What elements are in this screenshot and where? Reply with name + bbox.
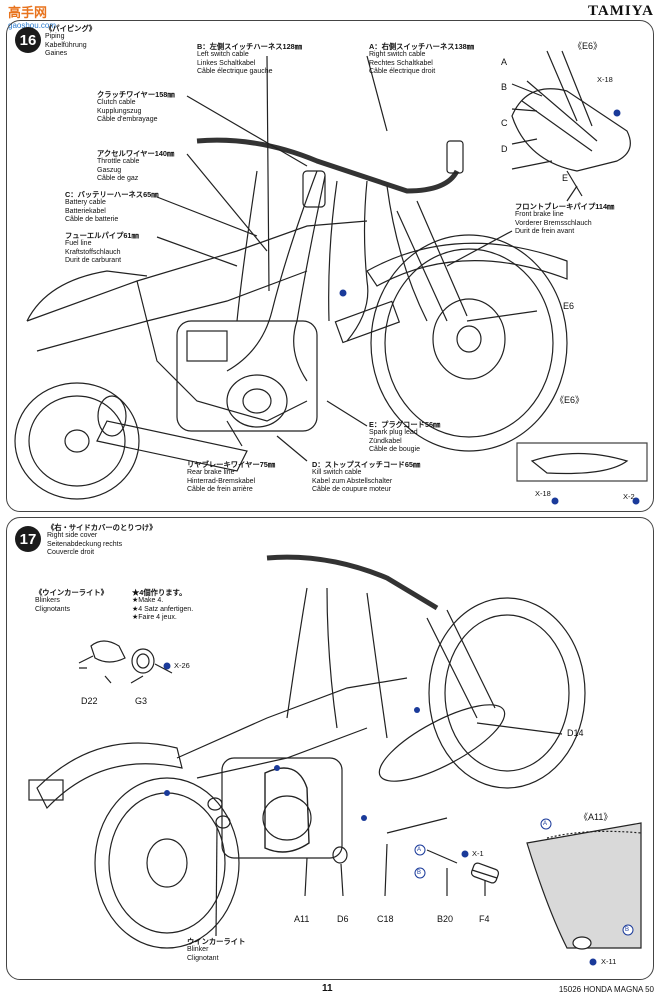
e6-detail-title-bottom: 《E6》 xyxy=(555,395,585,405)
rear-wheel xyxy=(14,382,140,500)
step-17-title: 《右・サイドカバーのとりつけ》 Right side cover Seitena… xyxy=(47,523,157,556)
e6-detail-title-top: 《E6》 xyxy=(573,41,603,51)
circle-a-label: A xyxy=(417,847,422,853)
label-front-brake-line: フロントブレーキパイプ114㎜ Front brake line Vordere… xyxy=(515,202,615,235)
front-wheel xyxy=(370,234,568,452)
label-right-switch-cable: A：右側スイッチハーネス138㎜ Right switch cable Rech… xyxy=(369,42,475,75)
e6-callout: E6 xyxy=(563,301,575,311)
e6-letter-d: D xyxy=(501,144,508,154)
step-16-illustration xyxy=(14,50,648,505)
step-17-illustration xyxy=(28,554,642,966)
e6-letter-b: B xyxy=(501,82,508,92)
part-g3: G3 xyxy=(135,696,148,706)
step-16-panel: 16 《パイピング》 Piping Kabelführung Gaines B：… xyxy=(6,20,654,512)
circle-a-label-detail: A xyxy=(543,821,548,827)
e6-letter-a: A xyxy=(501,57,508,67)
x2-label: X-2 xyxy=(623,492,635,501)
step-17-number: 17 xyxy=(15,526,41,552)
brand-logo: TAMIYA xyxy=(587,3,654,19)
page-number: 11 xyxy=(322,983,333,994)
step-16-title: 《パイピング》 Piping Kabelführung Gaines xyxy=(45,24,97,57)
label-throttle-cable: アクセルワイヤー140㎜ Throttle cable Gaszug Câble… xyxy=(97,149,175,182)
part-a11: A11 xyxy=(294,914,310,924)
x11-label: X-11 xyxy=(601,957,617,966)
label-rear-brake-line: リヤブレーキワイヤー75㎜ Rear brake line Hinterrad-… xyxy=(187,460,276,493)
label-clutch-cable: クラッチワイヤー158㎜ Clutch cable Kupplungszug C… xyxy=(97,90,175,123)
x18-bottom-label: X-18 xyxy=(535,489,551,498)
part-d22: D22 xyxy=(81,696,98,706)
part-c18: C18 xyxy=(377,914,394,924)
label-fuel-line: フューエルパイプ61㎜ Fuel line Kraftstoffschlauch… xyxy=(65,231,139,264)
front-fender xyxy=(366,242,568,287)
label-battery-cable: C：バッテリーハーネス65㎜ Battery cable Batteriekab… xyxy=(65,190,159,223)
label-spark-plug-lead: E：プラグコード56㎜ Spark plug lead Zündkabel Câ… xyxy=(369,420,441,453)
page-footer: 11 15026 HONDA MAGNA 50 xyxy=(0,982,660,997)
e6-letter-c: C xyxy=(501,118,508,128)
step-17-panel: 17 《右・サイドカバーのとりつけ》 Right side cover Seit… xyxy=(6,517,654,980)
blinker-label-bottom: ウインカーライト Blinker Clignotant xyxy=(187,937,246,962)
step-16-number: 16 xyxy=(15,27,41,53)
part-d6: D6 xyxy=(337,914,349,924)
rear-wheel-17 xyxy=(94,777,240,949)
part-d14: D14 xyxy=(567,728,584,738)
blinker-detail-title: 《ウインカーライト》 Blinkers Clignotants xyxy=(35,588,108,613)
engine xyxy=(176,320,318,432)
front-wheel-17 xyxy=(428,597,586,789)
circle-b-label: B xyxy=(417,870,422,876)
label-kill-switch-cable: D：ストップスイッチコード65㎜ Kill switch cable Kabel… xyxy=(312,460,421,493)
x18-label: X-18 xyxy=(597,75,613,84)
label-left-switch-cable: B：左側スイッチハーネス128㎜ Left switch cable Linke… xyxy=(197,42,303,75)
kit-code: 15026 HONDA MAGNA 50 xyxy=(558,985,654,994)
part-b20: B20 xyxy=(437,914,454,924)
part-f4: F4 xyxy=(479,914,490,924)
x26-label: X-26 xyxy=(174,661,190,670)
make-four-note: ★4個作ります。 ★Make 4. ★4 Satz anfertigen. ★F… xyxy=(132,588,194,621)
watermark: 高手网 gaoshou.com xyxy=(8,5,57,30)
x1-label: X-1 xyxy=(472,849,484,858)
circle-b-label-detail: B xyxy=(625,927,630,933)
a11-detail-title: 《A11》 xyxy=(579,812,613,822)
e6-letter-e: E xyxy=(562,173,569,183)
